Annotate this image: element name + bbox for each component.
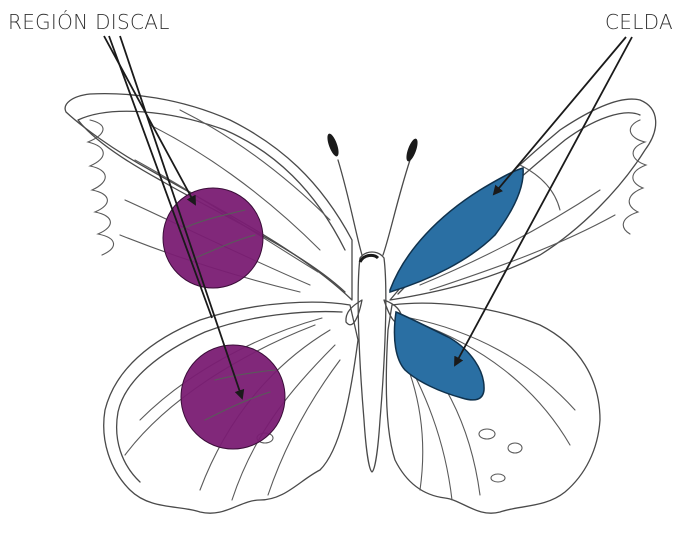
discal-region-hindwing [181, 345, 285, 449]
discal-region-forewing [163, 188, 263, 288]
cell-forewing [390, 168, 523, 292]
butterfly-body [325, 132, 420, 472]
